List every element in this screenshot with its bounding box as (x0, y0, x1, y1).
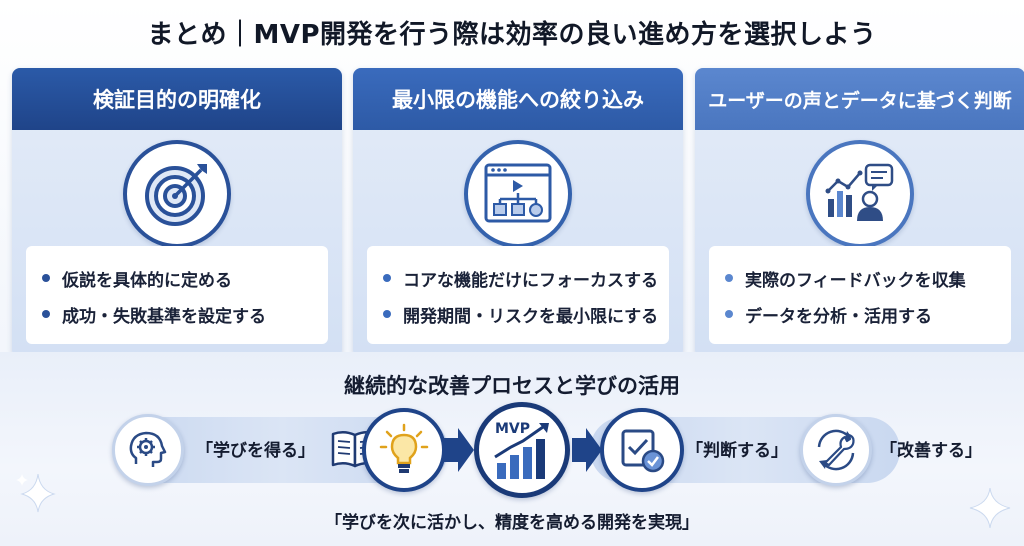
mvp-growth-icon: MVP (474, 402, 570, 498)
target-icon (123, 140, 231, 248)
bullet-dot (383, 274, 391, 282)
list-item: コアな機能だけにフォーカスする (383, 260, 658, 296)
arrow-right-icon (572, 428, 602, 472)
list-item: 実際のフィードバックを収集 (725, 260, 997, 296)
card-heading: 検証目的の明確化 (12, 68, 342, 130)
user-analytics-icon (806, 140, 914, 248)
bullet-text: 実際のフィードバックを収集 (745, 270, 966, 291)
list-item: 仮説を具体的に定める (42, 260, 314, 296)
list-item: データを分析・活用する (725, 296, 997, 332)
bullet-text: 開発期間・リスクを最小限にする (403, 306, 659, 327)
bullet-list: 仮説を具体的に定める 成功・失敗基準を設定する (26, 246, 328, 344)
card-user-data-decision: ユーザーの声とデータに基づく判断 実際のフィードバックを収集 データを分析・活用… (695, 68, 1024, 358)
app-window-flow-icon (464, 140, 572, 248)
step-learn-label: 「学びを得る」 (196, 441, 315, 461)
bullet-dot (383, 310, 391, 318)
process-title: 継続的な改善プロセスと学びの活用 (344, 374, 680, 398)
mvp-label: MVP (495, 421, 530, 437)
bullet-text: データを分析・活用する (745, 306, 932, 327)
arrow-right-icon (444, 428, 474, 472)
card-heading: ユーザーの声とデータに基づく判断 (695, 68, 1024, 130)
sparkle-icon (16, 473, 56, 513)
bullet-dot (725, 310, 733, 318)
head-gear-icon (112, 414, 184, 486)
card-minimum-features: 最小限の機能への絞り込み コアな機能だけにフォーカスする 開発期間・リスクを最小… (353, 68, 683, 358)
lightbulb-icon (362, 408, 446, 492)
bullet-text: コアな機能だけにフォーカスする (403, 270, 658, 291)
sparkle-icon (969, 487, 1011, 529)
list-item: 成功・失敗基準を設定する (42, 296, 314, 332)
footer-message: 「学びを次に活かし、精度を高める開発を実現」 (325, 513, 699, 533)
list-item: 開発期間・リスクを最小限にする (383, 296, 659, 332)
bullet-text: 仮説を具体的に定める (62, 270, 232, 291)
bullet-list: コアな機能だけにフォーカスする 開発期間・リスクを最小限にする (367, 246, 669, 344)
step-improve-label: 「改善する」 (880, 441, 982, 461)
bullet-dot (725, 274, 733, 282)
page-title: まとめ｜MVP開発を行う際は効率の良い進め方を選択しよう (147, 20, 877, 50)
step-judge-label: 「判断する」 (686, 441, 788, 461)
bullet-dot (42, 274, 50, 282)
bullet-list: 実際のフィードバックを収集 データを分析・活用する (709, 246, 1011, 344)
bullet-text: 成功・失敗基準を設定する (62, 306, 266, 327)
checklist-icon (600, 408, 684, 492)
card-heading: 最小限の機能への絞り込み (353, 68, 683, 130)
wrench-cycle-icon (800, 414, 872, 486)
card-goal-clarification: 検証目的の明確化 仮説を具体的に定める 成功・失敗基準を設定する (12, 68, 342, 358)
bullet-dot (42, 310, 50, 318)
